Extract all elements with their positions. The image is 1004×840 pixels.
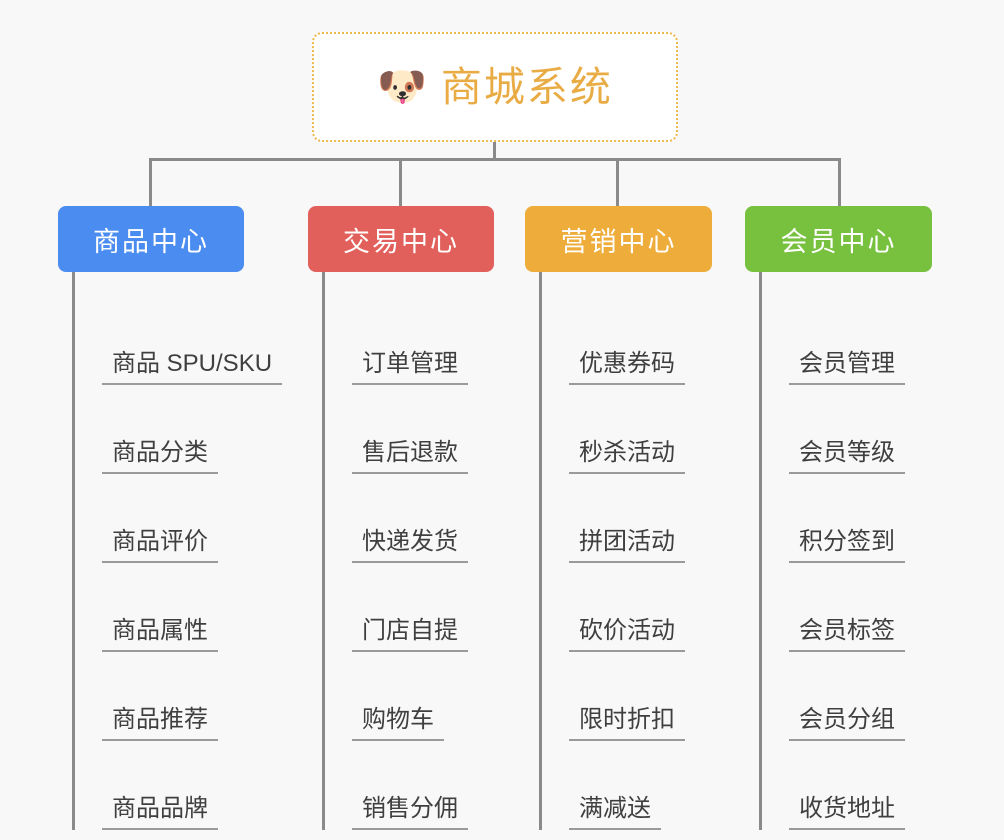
leaf-item[interactable]: 优惠券码 [539,296,712,385]
leaf-item[interactable]: 销售分佣 [322,741,494,830]
connector-horizontal-bus [149,158,841,161]
leaf-list-3: 会员管理 会员等级 积分签到 会员标签 会员分组 收货地址 [759,272,932,830]
leaf-label: 拼团活动 [569,528,685,563]
leaf-item[interactable]: 满减送 [539,741,712,830]
leaf-label: 商品分类 [102,439,218,474]
root-node[interactable]: 🐶 商城系统 [312,32,678,142]
trunk-line-3 [759,272,762,830]
leaf-item[interactable]: 限时折扣 [539,652,712,741]
leaf-item[interactable]: 会员管理 [759,296,932,385]
leaf-item[interactable]: 售后退款 [322,385,494,474]
leaf-item[interactable]: 积分签到 [759,474,932,563]
leaf-label: 商品 SPU/SKU [102,350,283,385]
leaf-label: 积分签到 [789,528,905,563]
leaf-label: 订单管理 [352,350,468,385]
connector-drop-0 [149,158,152,206]
leaf-item[interactable]: 快递发货 [322,474,494,563]
leaf-item[interactable]: 砍价活动 [539,563,712,652]
category-header-2[interactable]: 营销中心 [525,206,712,272]
leaf-label: 会员管理 [789,350,905,385]
leaf-item[interactable]: 会员分组 [759,652,932,741]
leaf-label: 满减送 [569,795,661,830]
category-column-商品中心: 商品中心 商品 SPU/SKU 商品分类 商品评价 商品属性 商品推荐 商品品牌 [58,206,283,830]
leaf-label: 销售分佣 [352,795,468,830]
leaf-item[interactable]: 商品 SPU/SKU [72,296,283,385]
leaf-label: 快递发货 [352,528,468,563]
root-title: 商城系统 [440,63,613,110]
leaf-list-0: 商品 SPU/SKU 商品分类 商品评价 商品属性 商品推荐 商品品牌 [72,272,283,830]
leaf-label: 商品属性 [102,617,218,652]
leaf-label: 商品评价 [102,528,218,563]
category-column-会员中心: 会员中心 会员管理 会员等级 积分签到 会员标签 会员分组 收货地址 [745,206,932,830]
leaf-label: 购物车 [352,706,444,741]
connector-drop-1 [399,158,402,206]
category-header-0[interactable]: 商品中心 [58,206,244,272]
leaf-label: 售后退款 [352,439,468,474]
leaf-item[interactable]: 门店自提 [322,563,494,652]
leaf-item[interactable]: 会员标签 [759,563,932,652]
trunk-line-0 [72,272,75,830]
leaf-label: 商品品牌 [102,795,218,830]
trunk-line-1 [322,272,325,830]
leaf-item[interactable]: 商品分类 [72,385,282,474]
category-header-3[interactable]: 会员中心 [745,206,932,272]
leaf-item[interactable]: 商品评价 [72,474,282,563]
leaf-label: 会员等级 [789,439,905,474]
trunk-line-2 [539,272,542,830]
leaf-item[interactable]: 订单管理 [322,296,494,385]
leaf-item[interactable]: 收货地址 [759,741,932,830]
leaf-item[interactable]: 秒杀活动 [539,385,712,474]
leaf-label: 会员分组 [789,706,905,741]
connector-root-stem [493,142,496,160]
leaf-label: 限时折扣 [569,706,685,741]
leaf-item[interactable]: 商品属性 [72,563,282,652]
leaf-item[interactable]: 商品推荐 [72,652,282,741]
category-header-1[interactable]: 交易中心 [308,206,494,272]
leaf-item[interactable]: 拼团活动 [539,474,712,563]
leaf-label: 商品推荐 [102,706,218,741]
leaf-item[interactable]: 购物车 [322,652,494,741]
category-column-交易中心: 交易中心 订单管理 售后退款 快递发货 门店自提 购物车 销售分佣 [308,206,494,830]
connector-drop-2 [616,158,619,206]
leaf-list-2: 优惠券码 秒杀活动 拼团活动 砍价活动 限时折扣 满减送 [539,272,712,830]
leaf-list-1: 订单管理 售后退款 快递发货 门店自提 购物车 销售分佣 [322,272,494,830]
leaf-label: 收货地址 [789,795,905,830]
leaf-label: 优惠券码 [569,350,685,385]
leaf-item[interactable]: 会员等级 [759,385,932,474]
leaf-label: 门店自提 [352,617,468,652]
leaf-item[interactable]: 商品品牌 [72,741,282,830]
category-column-营销中心: 营销中心 优惠券码 秒杀活动 拼团活动 砍价活动 限时折扣 满减送 [525,206,712,830]
connector-drop-3 [838,158,841,206]
dog-face-icon: 🐶 [377,65,427,109]
leaf-label: 会员标签 [789,617,905,652]
leaf-label: 秒杀活动 [569,439,685,474]
leaf-label: 砍价活动 [569,617,685,652]
